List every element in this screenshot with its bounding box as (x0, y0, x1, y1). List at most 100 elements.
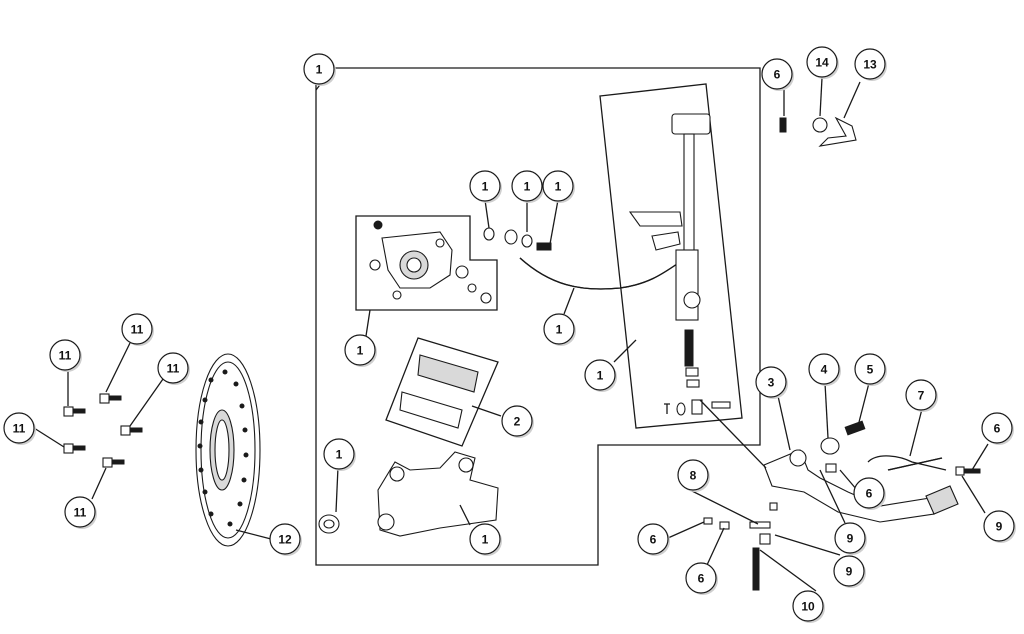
callout-6: 6 (981, 412, 1014, 445)
callout-1: 1 (543, 313, 576, 346)
callout-6: 6 (761, 58, 794, 91)
callout-label: 10 (801, 600, 815, 614)
callout-label: 11 (167, 362, 180, 376)
callout-circle (806, 46, 838, 78)
callout-circle (469, 523, 501, 555)
callout-circle (543, 313, 575, 345)
bracket-parts (779, 116, 857, 147)
callout-circle (677, 459, 709, 491)
callout-3: 3 (755, 366, 788, 399)
callout-label: 6 (774, 68, 781, 82)
callout-11: 11 (121, 313, 154, 346)
callout-circle (792, 590, 824, 622)
disc-bolts (63, 393, 143, 468)
callout-circle (511, 170, 543, 202)
callout-5: 5 (854, 353, 887, 386)
callout-11: 11 (157, 352, 190, 385)
callout-label: 4 (821, 363, 828, 377)
callout-9: 9 (983, 510, 1016, 543)
callout-1: 1 (344, 334, 377, 367)
callout-circle (833, 555, 865, 587)
callout-label: 9 (996, 520, 1003, 534)
callout-8: 8 (677, 459, 710, 492)
brake-pads (399, 354, 479, 429)
callout-1: 1 (584, 359, 617, 392)
callout-circle (853, 477, 885, 509)
callout-1: 1 (542, 170, 575, 203)
callout-circle (3, 412, 35, 444)
callout-label: 9 (847, 532, 854, 546)
callout-label: 11 (131, 323, 144, 337)
callout-label: 8 (690, 469, 697, 483)
callout-1: 1 (303, 53, 336, 86)
callout-1: 1 (469, 523, 502, 556)
callout-label: 6 (698, 572, 705, 586)
callout-label: 1 (482, 533, 489, 547)
callout-circle (854, 48, 886, 80)
callout-6: 6 (685, 562, 718, 595)
callout-circle (542, 170, 574, 202)
callout-circle (501, 405, 533, 437)
callout-label: 2 (514, 415, 521, 429)
callout-9: 9 (834, 522, 867, 555)
callout-circle (323, 438, 355, 470)
callout-label: 5 (867, 363, 874, 377)
callout-7: 7 (905, 379, 938, 412)
callout-11: 11 (64, 496, 97, 529)
callout-10: 10 (792, 590, 825, 623)
callout-11: 11 (49, 339, 82, 372)
callout-label: 13 (863, 58, 877, 72)
callout-label: 1 (336, 448, 343, 462)
banjo-washers (483, 227, 552, 251)
callout-circle (303, 53, 335, 85)
callout-circle (584, 359, 616, 391)
callout-label: 14 (815, 56, 829, 70)
callout-label: 1 (316, 63, 323, 77)
callout-circle (808, 353, 840, 385)
brake-hose (519, 257, 681, 290)
assembly-outline (315, 67, 761, 566)
callout-circle (469, 170, 501, 202)
callout-label: 9 (846, 565, 853, 579)
caliper-bracket (377, 451, 499, 537)
brake-pads-box (385, 337, 499, 447)
callout-circle (905, 379, 937, 411)
callout-label: 1 (556, 323, 563, 337)
callout-11: 11 (3, 412, 36, 445)
callout-label: 3 (768, 376, 775, 390)
callout-label: 11 (13, 422, 26, 436)
master-cylinder (628, 113, 731, 416)
callout-label: 7 (918, 389, 925, 403)
callout-circle (761, 58, 793, 90)
callout-4: 4 (808, 353, 841, 386)
master-cylinder-box (599, 83, 743, 429)
callout-circle (49, 339, 81, 371)
callout-label: 1 (555, 180, 562, 194)
callout-label: 6 (994, 422, 1001, 436)
callout-circle (637, 523, 669, 555)
callout-label: 1 (597, 369, 604, 383)
callout-14: 14 (806, 46, 839, 79)
callout-label: 1 (524, 180, 531, 194)
callout-circle (157, 352, 189, 384)
callout-label: 11 (59, 349, 72, 363)
callout-circle (983, 510, 1015, 542)
callout-label: 11 (74, 506, 87, 520)
callout-6: 6 (853, 477, 886, 510)
callout-12: 12 (269, 523, 302, 556)
callout-circle (854, 353, 886, 385)
callout-label: 6 (650, 533, 657, 547)
callout-2: 2 (501, 405, 534, 438)
callout-label: 1 (357, 344, 364, 358)
brake-pedal (703, 420, 981, 591)
callout-label: 12 (278, 533, 292, 547)
callout-1: 1 (323, 438, 356, 471)
brake-disc (195, 353, 261, 547)
callout-circle (269, 523, 301, 555)
callout-circle (344, 334, 376, 366)
callout-13: 13 (854, 48, 887, 81)
callout-circle (834, 522, 866, 554)
caliper-box (355, 215, 498, 311)
callout-circle (64, 496, 96, 528)
callout-6: 6 (637, 523, 670, 556)
